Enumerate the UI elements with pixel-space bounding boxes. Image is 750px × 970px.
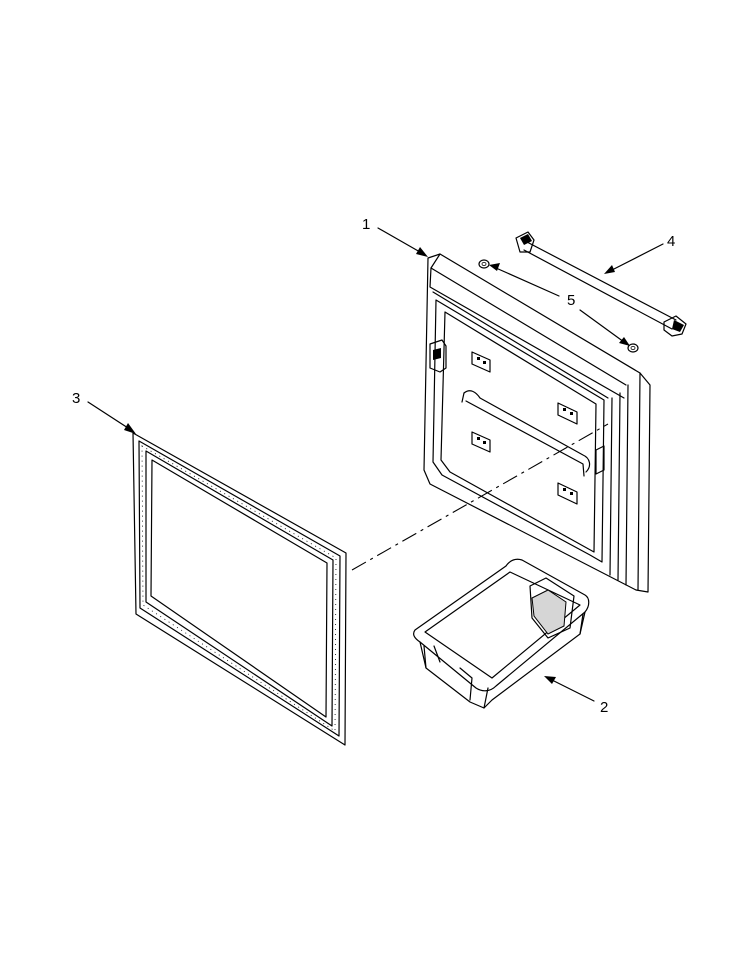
leader-3 xyxy=(87,401,136,434)
bracket-plate-upper-right xyxy=(557,402,578,425)
leader-4 xyxy=(604,243,664,274)
callout-5: 5 xyxy=(567,292,575,309)
washer-bottom xyxy=(627,343,639,353)
freezer-door xyxy=(423,253,651,593)
callout-4: 4 xyxy=(667,233,675,250)
assembly-centerline xyxy=(351,423,609,571)
leader-1 xyxy=(377,227,428,257)
leader-2 xyxy=(544,676,595,702)
handle xyxy=(515,231,687,337)
callout-1: 1 xyxy=(362,216,370,233)
door-bin xyxy=(413,558,590,709)
bracket-plate-lower-left xyxy=(471,431,491,453)
leader-5-bottom xyxy=(579,309,630,346)
washer-top xyxy=(478,259,490,269)
callout-2: 2 xyxy=(600,699,608,716)
door-gasket xyxy=(132,432,347,746)
bracket-plate-upper-left xyxy=(471,351,491,373)
bracket-plate-lower-right xyxy=(557,482,578,505)
leader-5-top xyxy=(489,263,560,297)
callout-3: 3 xyxy=(72,390,80,407)
